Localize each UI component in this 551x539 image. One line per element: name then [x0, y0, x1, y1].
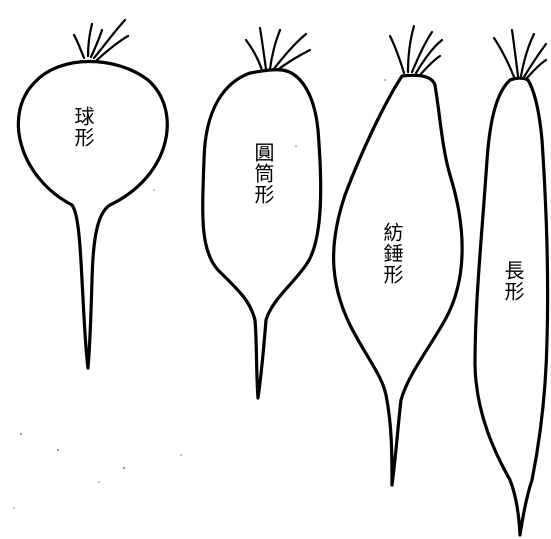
radish-long-tops: [492, 28, 548, 80]
radish-spindle: [332, 24, 464, 487]
radish-cylindrical: [201, 26, 323, 400]
scan-specks: [13, 79, 386, 509]
label-long: 長形: [501, 260, 525, 302]
radish-long-outline: [473, 76, 550, 537]
radish-spindle-tops: [388, 24, 444, 77]
label-spherical: 球形: [71, 106, 95, 148]
radish-spherical-outline: [16, 59, 169, 370]
radish-spherical-tops: [72, 18, 130, 62]
radish-cylindrical-tops: [244, 26, 312, 73]
label-cylindrical: 圓筒形: [251, 142, 275, 205]
label-spindle: 紡錘形: [380, 222, 404, 285]
radish-spherical: [16, 18, 169, 370]
radish-spindle-outline: [332, 73, 464, 487]
radish-long: [473, 28, 550, 537]
radish-cylindrical-outline: [201, 68, 323, 400]
